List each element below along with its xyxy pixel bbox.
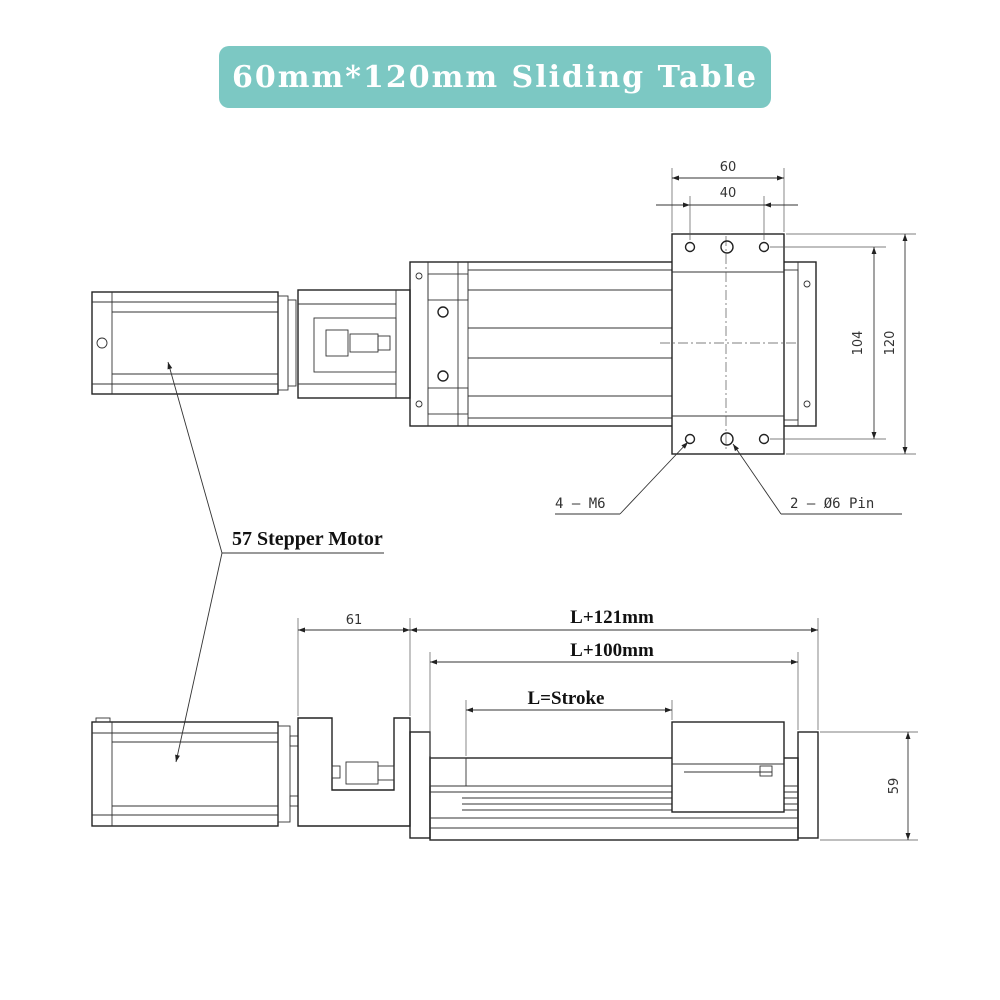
dim-height-120: 120 xyxy=(883,331,898,356)
side-dimensions xyxy=(297,618,918,841)
top-carriage-plate xyxy=(660,233,796,455)
side-coupler-housing xyxy=(297,717,411,827)
motor-callout: 57 Stepper Motor xyxy=(167,361,384,763)
dim-total-length: L+121mm xyxy=(570,607,654,628)
top-dimensions xyxy=(555,168,916,515)
side-motor xyxy=(91,717,299,827)
dim-stroke: L=Stroke xyxy=(528,688,605,709)
dim-width-40: 40 xyxy=(720,186,737,201)
top-view: 60 40 104 120 4 – M6 2 – Ø6 Pin xyxy=(91,160,916,515)
top-coupler-housing xyxy=(297,289,411,399)
dim-height-59: 59 xyxy=(887,778,902,795)
dim-rail-length: L+100mm xyxy=(570,640,654,661)
side-carriage xyxy=(671,721,785,813)
dim-width-60: 60 xyxy=(720,160,737,175)
side-view: 61 L+121mm L+100mm L=Stroke 59 xyxy=(91,607,918,841)
dim-height-104: 104 xyxy=(851,331,866,356)
motor-label: 57 Stepper Motor xyxy=(232,528,383,550)
title-banner: 60mm*120mm Sliding Table xyxy=(219,46,771,108)
dim-coupler-61: 61 xyxy=(346,613,363,628)
top-motor xyxy=(91,291,297,395)
callout-holes: 4 – M6 xyxy=(555,496,606,512)
callout-pins: 2 – Ø6 Pin xyxy=(790,496,874,512)
top-rail-assembly xyxy=(409,261,817,427)
title-text: 60mm*120mm Sliding Table xyxy=(232,59,758,95)
